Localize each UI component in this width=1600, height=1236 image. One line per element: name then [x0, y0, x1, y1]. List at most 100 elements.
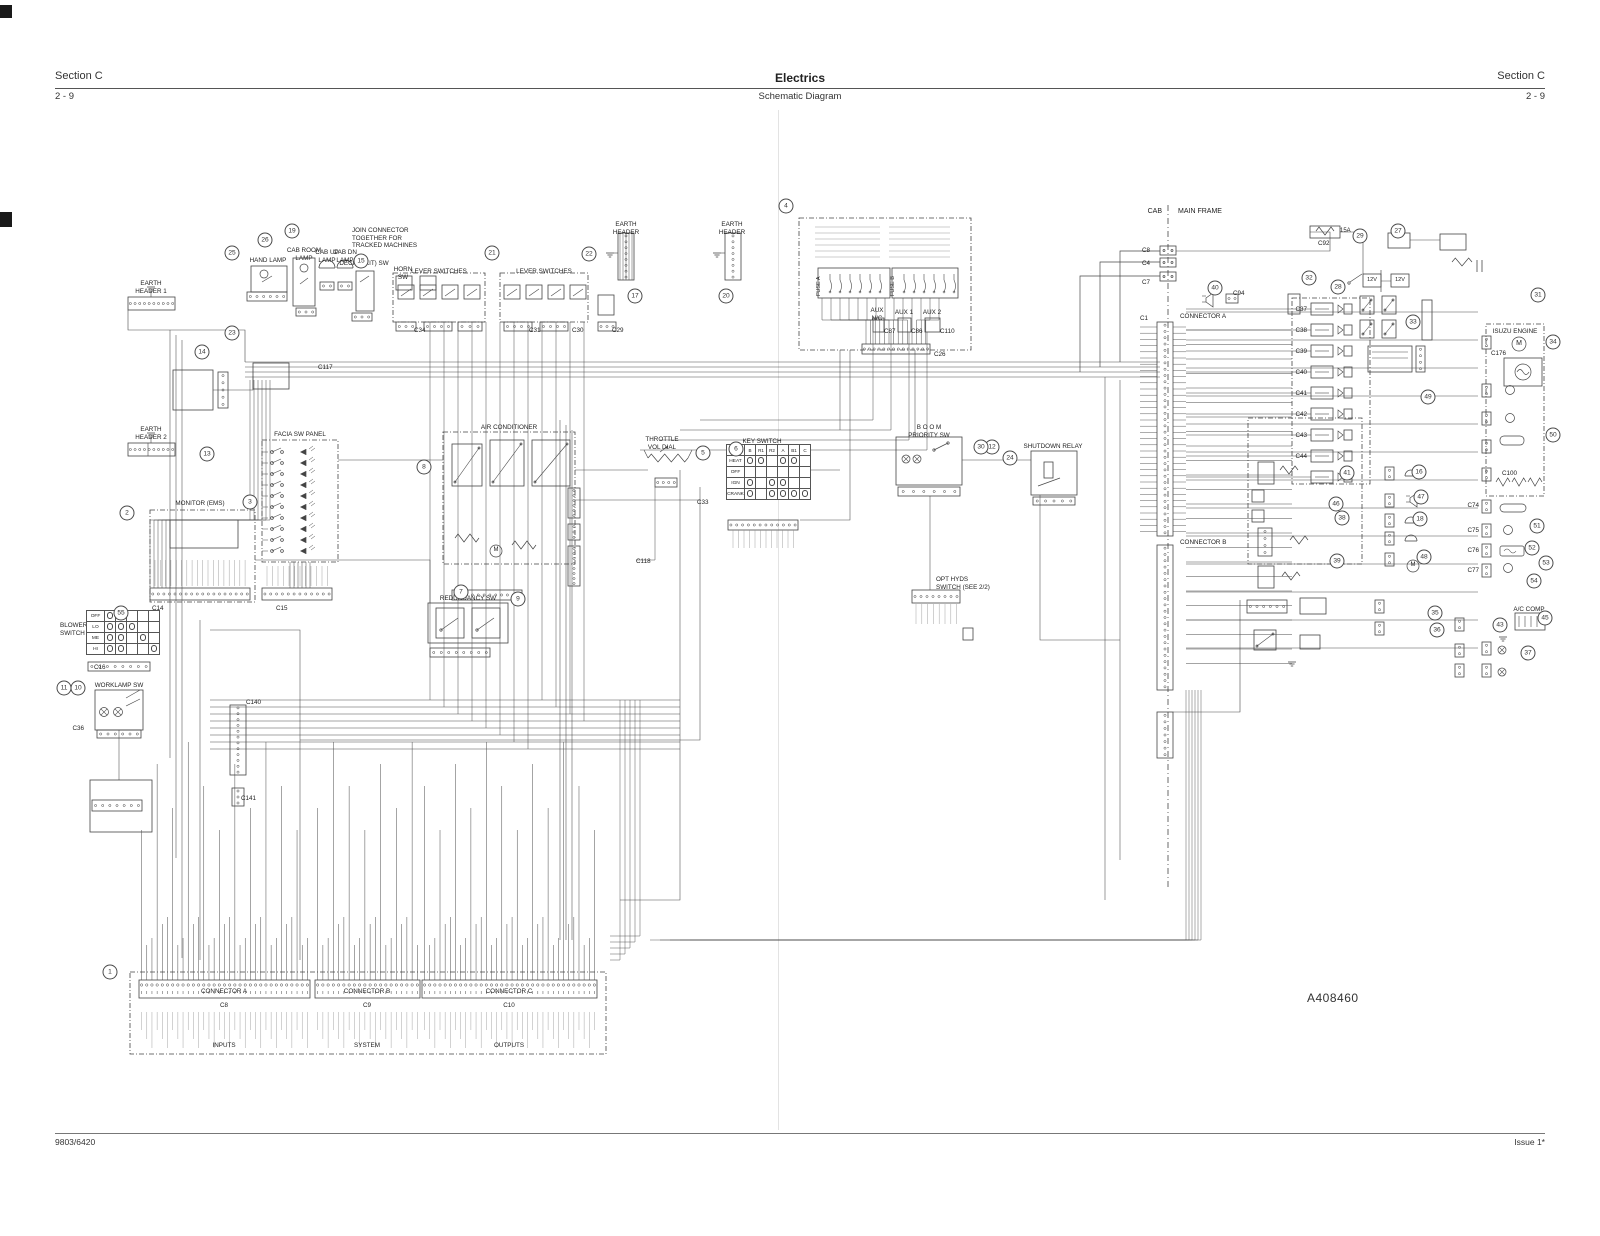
item-balloon-35: 35 — [1427, 605, 1443, 621]
contact-cell — [148, 643, 160, 655]
contact-cell — [799, 488, 811, 500]
contact-dot — [746, 490, 754, 497]
contact-dot — [801, 490, 809, 497]
item-balloon-32: 32 — [1301, 270, 1317, 286]
item-balloon-4: 4 — [778, 198, 794, 214]
row-label: OFF — [86, 610, 105, 622]
contact-cell — [137, 643, 149, 655]
connector-label-c31: C31 — [529, 327, 541, 334]
item-balloon-41: 41 — [1339, 465, 1355, 481]
connector-label-c15: C15 — [276, 605, 288, 612]
component-label-cab-room-lamp: CAB ROOM LAMP — [286, 247, 322, 262]
item-balloon-14: 14 — [194, 344, 210, 360]
bottom-connector-id-c10: C10 — [503, 1002, 515, 1009]
label-battery-cell-2: 12V — [1395, 277, 1405, 283]
connector-label-c34: C34 — [414, 327, 426, 334]
contact-dot — [790, 490, 798, 497]
page-subtitle: Schematic Diagram — [758, 91, 842, 102]
item-balloon-40: 40 — [1207, 280, 1223, 296]
item-balloon-19: 19 — [284, 223, 300, 239]
contact-dot — [117, 645, 125, 652]
item-balloon-26: 26 — [257, 232, 273, 248]
connector-label-c141: C141 — [241, 795, 257, 802]
component-label-worklamp-sw: WORKLAMP SW — [94, 682, 144, 689]
item-balloon-48: 48 — [1416, 549, 1432, 565]
contact-cell — [744, 488, 756, 500]
connector-label-c92: C92 — [1318, 240, 1330, 247]
item-balloon-9: 9 — [510, 591, 526, 607]
contact-cell — [777, 488, 789, 500]
component-label-key-switch-title: KEY SWITCH — [742, 438, 782, 445]
item-balloon-31: 31 — [1530, 287, 1546, 303]
item-balloon-36: 36 — [1429, 622, 1445, 638]
item-balloon-20: 20 — [718, 288, 734, 304]
item-balloon-15: 15 — [353, 253, 369, 269]
item-balloon-7: 7 — [453, 584, 469, 600]
contact-dot — [757, 457, 765, 464]
component-label-connector-a-right: CONNECTOR A — [1180, 313, 1227, 320]
connector-label-c16: C16 — [94, 664, 106, 671]
col-header: R1 — [755, 444, 767, 456]
page-fold-line — [778, 110, 779, 1130]
contact-dot — [117, 623, 125, 630]
component-label-boom-priority-sw: B O O M PRIORITY SW — [908, 424, 950, 439]
bottom-connector-c: CONNECTOR C — [485, 988, 533, 995]
item-balloon-33: 33 — [1405, 314, 1421, 330]
bottom-connector-id-c8: C8 — [219, 1002, 229, 1009]
connector-label-c36: C36 — [72, 725, 84, 732]
component-label-lever-switches-2: LEVER SWITCHES — [516, 268, 572, 275]
item-balloon-5: 5 — [695, 445, 711, 461]
component-label-opt-hyds-switch: OPT HYDS SWITCH (SEE 2/2) — [936, 576, 990, 591]
item-balloon-43: 43 — [1492, 617, 1508, 633]
component-label-isuzu-engine: ISUZU ENGINE — [1492, 328, 1538, 335]
item-balloon-28: 28 — [1330, 279, 1346, 295]
region-cab-label: CAB — [1147, 208, 1162, 215]
contact-cell — [755, 455, 767, 467]
component-label-horn-sw: HORN SW — [393, 266, 413, 281]
footer-rule — [55, 1133, 1545, 1134]
item-balloon-8: 8 — [416, 459, 432, 475]
component-label-earth-header-1: EARTH HEADER 1 — [135, 280, 167, 295]
connector-label-c26: C26 — [934, 351, 946, 358]
item-balloon-3: 3 — [242, 494, 258, 510]
connector-label-c4: C4 — [1141, 260, 1150, 267]
contact-dot — [768, 490, 776, 497]
item-balloon-46: 46 — [1328, 496, 1344, 512]
row-label: OFF — [726, 466, 745, 478]
contact-cell — [148, 621, 160, 633]
connector-label-c33: C33 — [697, 499, 709, 506]
bottom-connector-id-c9: C9 — [362, 1002, 372, 1009]
contact-cell — [788, 488, 800, 500]
component-label-redundancy-sw: REDUNDANCY SW — [439, 595, 497, 602]
component-label-ac-comp: A/C COMP — [1513, 606, 1545, 613]
col-header: C — [799, 444, 811, 456]
connector-label-c39: C39 — [1295, 348, 1307, 355]
item-balloon-50: 50 — [1545, 427, 1561, 443]
connector-label-c30: C30 — [572, 327, 584, 334]
connector-label-c38: C38 — [1295, 327, 1307, 334]
contact-cell — [115, 643, 127, 655]
component-label-cab-dn-lamp: CAB DN LAMP — [333, 249, 357, 264]
connector-label-c74: C74 — [1467, 502, 1479, 509]
row-label: HI — [86, 643, 105, 655]
contact-cell — [104, 643, 116, 655]
contact-cell — [799, 455, 811, 467]
contact-cell — [755, 466, 767, 478]
connector-label-c86: C86 — [911, 328, 923, 335]
contact-cell — [777, 477, 789, 489]
contact-dot — [106, 645, 114, 652]
item-balloon-38: 38 — [1334, 510, 1350, 526]
contact-dot — [106, 612, 114, 619]
item-balloon-34: 34 — [1545, 334, 1561, 350]
label-starter-motor-letter: M — [1516, 340, 1522, 347]
row-label: HEAT — [726, 455, 745, 467]
component-label-shutdown-relay: SHUTDOWN RELAY — [1023, 443, 1083, 450]
item-balloon-27: 27 — [1390, 223, 1406, 239]
header-page-left: 2 - 9 — [55, 91, 75, 102]
print-registration-mark — [0, 5, 12, 18]
item-balloon-6: 6 — [728, 441, 744, 457]
contact-cell — [766, 455, 778, 467]
